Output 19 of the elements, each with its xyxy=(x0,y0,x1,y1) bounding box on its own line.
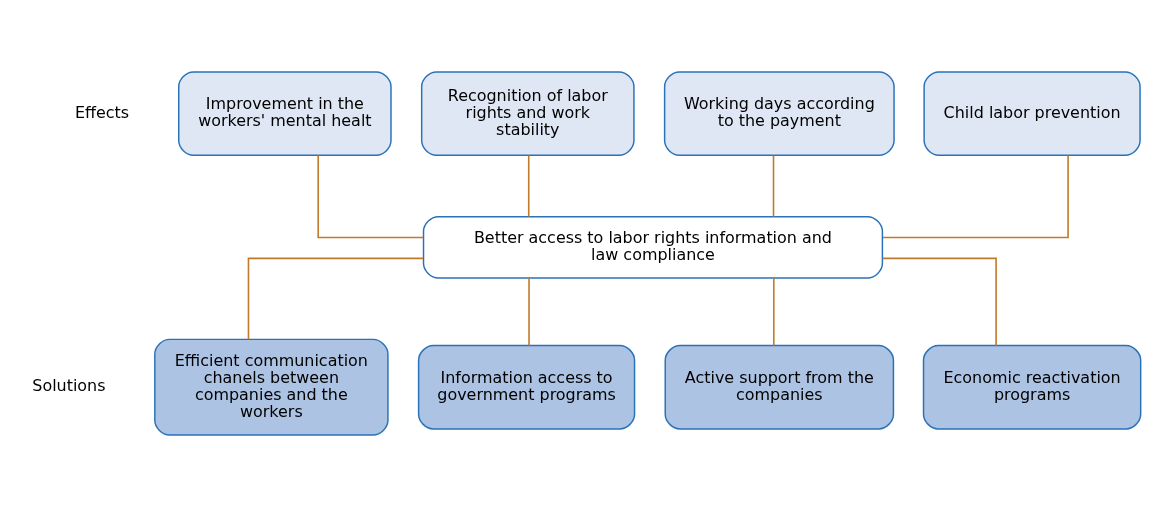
node-box: Economic reactivation programs xyxy=(922,344,1142,430)
connector xyxy=(882,257,997,346)
node-box: Efficient communication chanels between companies and the workers xyxy=(154,338,389,436)
connector xyxy=(317,154,424,238)
node-box: Information access to government programs xyxy=(417,344,636,430)
node-box: Working days according to the payment xyxy=(663,70,895,156)
connector xyxy=(528,276,530,346)
label: Solutions xyxy=(32,375,106,395)
node-box: Better access to labor rights information and law compliance xyxy=(422,215,884,279)
connector xyxy=(527,154,530,217)
connector xyxy=(773,276,775,346)
connector xyxy=(882,154,1069,238)
connector xyxy=(772,154,775,217)
node-box: Improvement in the workers' mental healt xyxy=(178,70,392,156)
label: Effects xyxy=(74,102,130,122)
node-box: Active support from the companies xyxy=(664,344,895,430)
connector xyxy=(247,257,424,340)
node-box: Child labor prevention xyxy=(923,70,1141,156)
node-box: Recognition of labor rights and work stability xyxy=(420,70,635,156)
